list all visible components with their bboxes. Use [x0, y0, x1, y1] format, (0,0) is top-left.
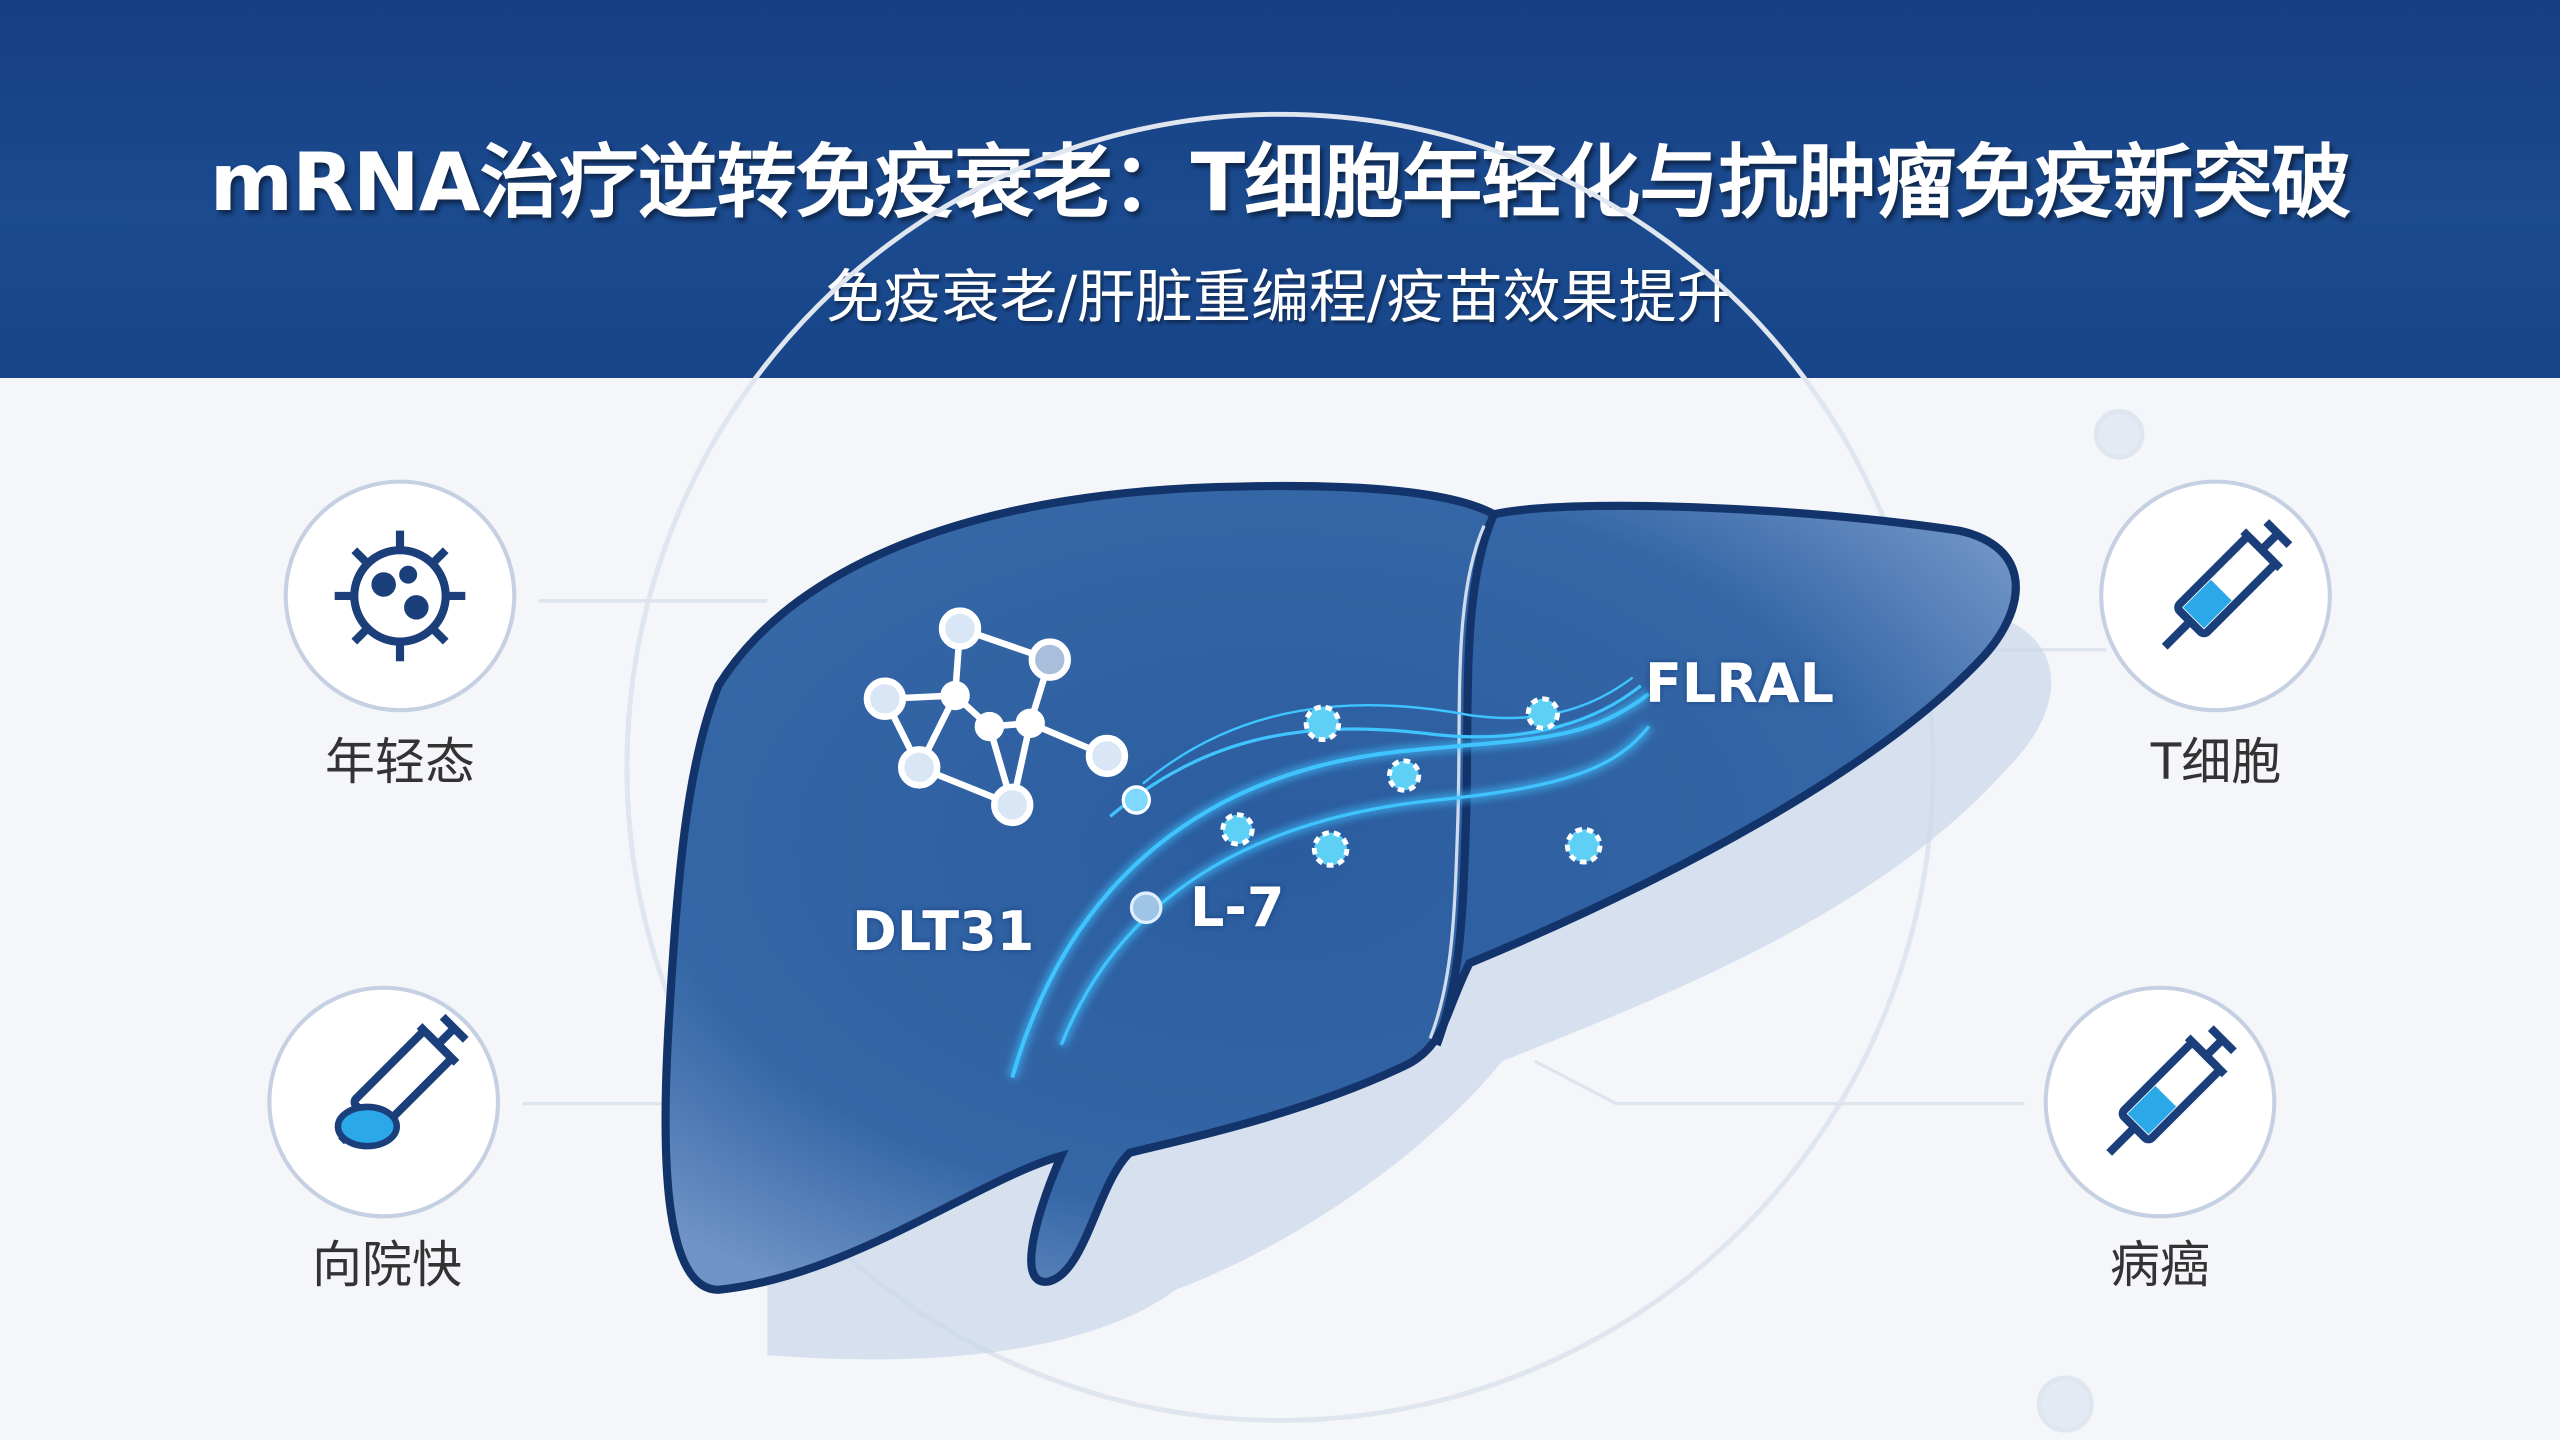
page-subtitle: 免疫衰老/肝脏重编程/疫苗效果提升 — [825, 263, 1735, 331]
icon-label: 年轻态 — [325, 733, 475, 791]
molecule-icon — [863, 607, 1129, 827]
virus-icon — [334, 530, 466, 662]
icon-label: 病癌 — [2110, 1236, 2210, 1294]
syringe-drop-icon — [334, 1013, 469, 1150]
header-banner: mRNA治疗逆转免疫衰老：T细胞年轻化与抗肿瘤免疫新突破 免疫衰老/肝脏重编程/… — [0, 0, 2560, 378]
lobe-divider — [1432, 512, 1498, 1047]
liver-label-left: DLT31 — [852, 900, 1035, 963]
syringe-icon — [2161, 519, 2293, 650]
stream-node — [1121, 785, 1152, 815]
page-title: mRNA治疗逆转免疫衰老：T细胞年轻化与抗肿瘤免疫新突破 — [209, 136, 2351, 229]
syringe-icon — [2106, 1025, 2237, 1156]
liver-label-middle: L-7 — [1190, 876, 1285, 939]
liver-label-right: FLRAL — [1645, 652, 1835, 715]
lobe-highlight — [1428, 525, 1486, 1039]
icon-label: T细胞 — [2150, 733, 2282, 791]
energy-streams — [1007, 676, 1653, 1079]
icon-label: 向院快 — [312, 1236, 462, 1294]
capsule-icon — [1129, 891, 1163, 925]
virus-particles — [1220, 696, 1603, 868]
